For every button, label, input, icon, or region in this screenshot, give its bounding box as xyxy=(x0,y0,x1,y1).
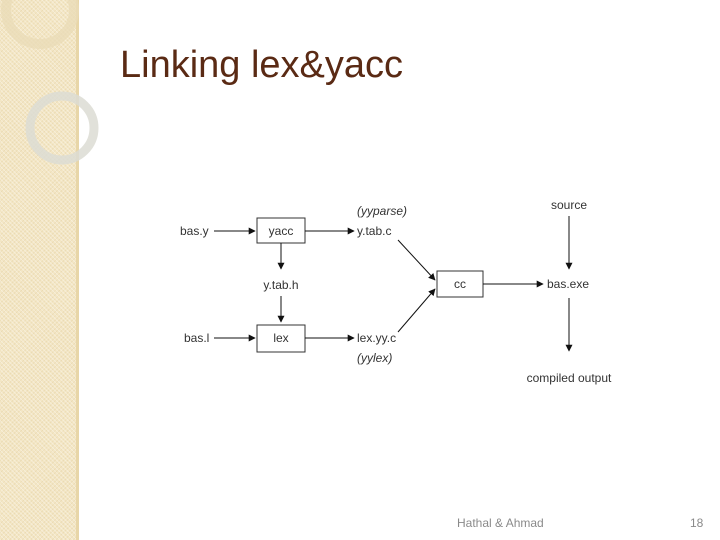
label-y-tab-h: y.tab.h xyxy=(263,278,298,292)
arrow-ytabc-to-cc xyxy=(398,240,435,280)
footer-author: Hathal & Ahmad xyxy=(457,516,544,530)
label-yylex: (yylex) xyxy=(357,351,392,365)
label-yyparse: (yyparse) xyxy=(357,204,407,218)
label-cc: cc xyxy=(454,277,466,291)
label-lex: lex xyxy=(273,331,288,345)
label-yacc: yacc xyxy=(269,224,294,238)
label-lex-yy-c: lex.yy.c xyxy=(357,331,396,345)
label-compiled-output: compiled output xyxy=(527,371,612,385)
label-bas-exe: bas.exe xyxy=(547,277,589,291)
arrow-lexyyc-to-cc xyxy=(398,289,435,332)
label-bas-l: bas.l xyxy=(184,331,209,345)
label-source: source xyxy=(551,198,587,212)
label-y-tab-c: y.tab.c xyxy=(357,224,391,238)
page-number: 18 xyxy=(690,516,703,530)
label-bas-y: bas.y xyxy=(180,224,209,238)
